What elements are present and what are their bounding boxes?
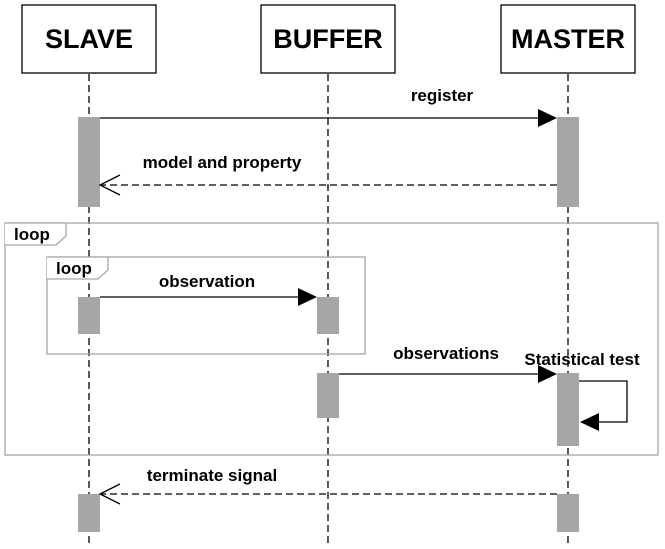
arrowhead-open-icon: [98, 483, 121, 505]
master-activation-1: [557, 117, 579, 207]
arrowhead-filled-icon: [538, 365, 557, 383]
arrowhead-filled-icon: [538, 109, 557, 127]
participant-buffer-label: BUFFER: [273, 24, 383, 54]
slave-activation-1: [78, 117, 100, 207]
buffer-activation-1: [317, 297, 339, 334]
arrowhead-open-icon: [98, 174, 121, 196]
participant-master: MASTER: [500, 4, 636, 74]
message-observation-label: observation: [159, 272, 255, 291]
message-register-label: register: [411, 86, 474, 105]
message-terminate-label: terminate signal: [147, 466, 277, 485]
message-model-property-label: model and property: [143, 153, 302, 172]
master-activation-3: [557, 494, 579, 532]
outer-loop-label: loop: [14, 225, 50, 244]
master-activation-2: [557, 373, 579, 446]
message-register: register: [100, 86, 557, 127]
participant-slave-label: SLAVE: [45, 24, 133, 54]
message-observation: observation: [100, 272, 317, 306]
message-model-property: model and property: [98, 153, 557, 196]
participant-slave: SLAVE: [21, 4, 157, 74]
arrowhead-filled-icon: [580, 413, 599, 431]
message-terminate: terminate signal: [98, 466, 557, 505]
message-observations-label: observations: [393, 344, 499, 363]
participant-master-label: MASTER: [511, 24, 625, 54]
slave-activation-3: [78, 494, 100, 532]
message-statistical-test: Statistical test: [524, 350, 640, 431]
outer-loop-frame: loop: [4, 222, 659, 456]
message-statistical-test-label: Statistical test: [524, 350, 640, 369]
participant-buffer: BUFFER: [260, 4, 396, 74]
inner-loop-label: loop: [56, 259, 92, 278]
arrowhead-filled-icon: [298, 288, 317, 306]
inner-loop-frame: loop: [46, 256, 366, 355]
buffer-activation-2: [317, 373, 339, 418]
slave-activation-2: [78, 297, 100, 334]
message-observations: observations: [339, 344, 557, 383]
